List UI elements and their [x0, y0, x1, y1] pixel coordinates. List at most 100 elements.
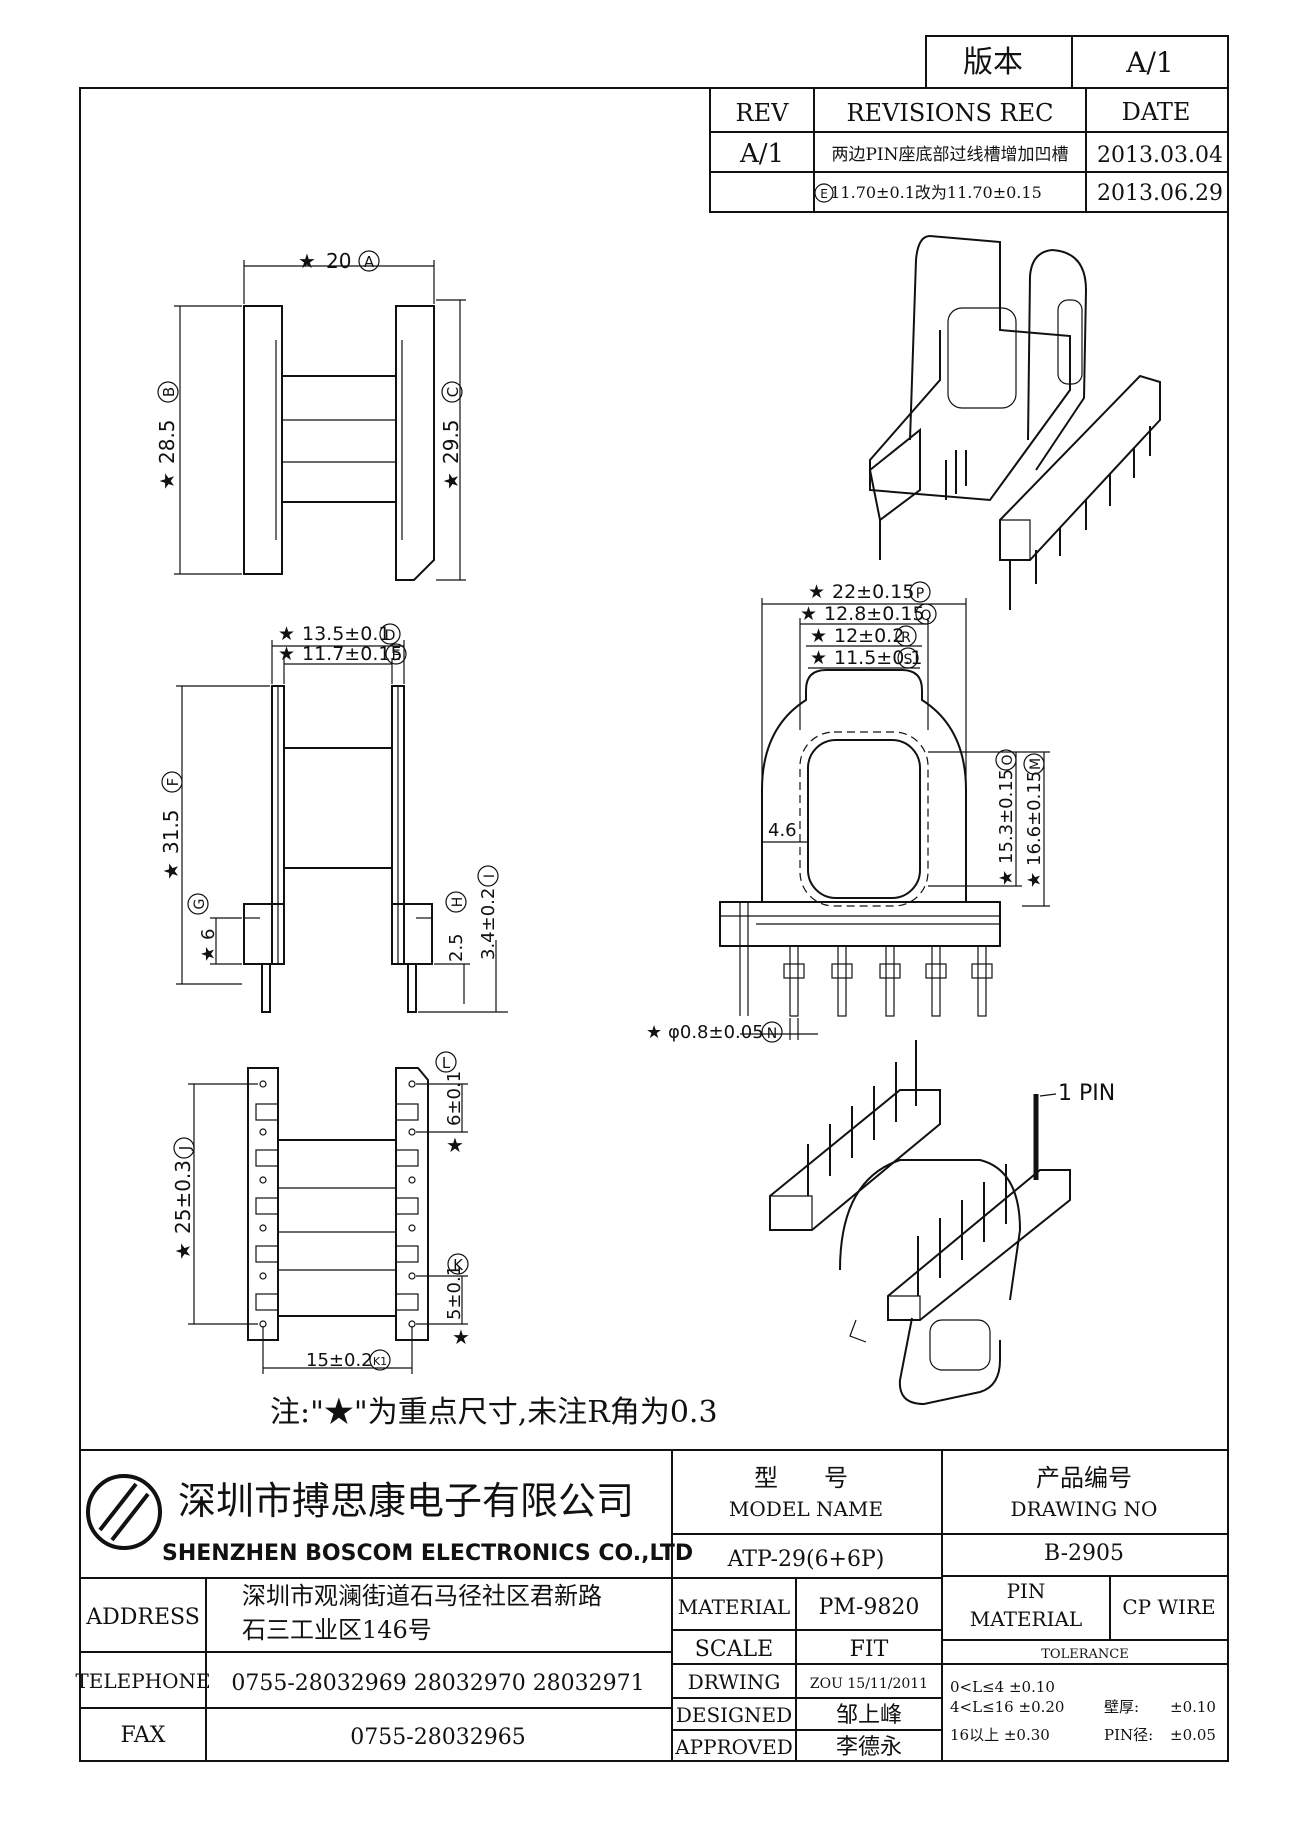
dim-n-mark: N	[767, 1026, 777, 1042]
dim-i-mark: I	[482, 874, 498, 878]
title-block: 深圳市搏思康电子有限公司 SHENZHEN BOSCOM ELECTRONICS…	[75, 1449, 1228, 1761]
tolerance-label: TOLERANCE	[1041, 1647, 1128, 1662]
dim-s-star: ★	[810, 647, 827, 669]
dim-l-value: 6±0.1	[444, 1071, 465, 1126]
dim-j-mark: J	[176, 1146, 194, 1151]
tolerance-row-1: 0<L≤4 ±0.10	[950, 1678, 1055, 1696]
pin-material-label-2: MATERIAL	[970, 1607, 1082, 1631]
dim-g-value: 6	[198, 929, 219, 940]
wall-label: 壁厚:	[1104, 1698, 1139, 1716]
dim-l-mark: L	[442, 1054, 451, 1072]
approved-value: 李德永	[836, 1735, 902, 1760]
dim-g-mark: G	[192, 899, 208, 910]
dim-q-star: ★	[800, 603, 817, 625]
dim-c-star: ★	[439, 472, 463, 490]
dim-a-star: ★	[298, 249, 316, 273]
dim-k-value: 5±0.1	[444, 1265, 465, 1320]
rev-header: REV	[736, 99, 790, 127]
dim-n-value: φ0.8±0.05	[668, 1022, 764, 1043]
revision-rec-1: 两边PIN座底部过线槽增加凹槽	[831, 145, 1068, 165]
company-name-cn: 深圳市搏思康电子有限公司	[178, 1479, 634, 1523]
pin-dia-label: PIN径:	[1104, 1726, 1153, 1744]
dim-k1-mark: K1	[373, 1355, 387, 1368]
isometric-view-top	[868, 235, 1161, 610]
designed-value: 邹上峰	[836, 1703, 902, 1728]
dim-c-mark: C	[444, 387, 462, 397]
front-view: ★ 22±0.15 P ★ 12.8±0.15 Q ★ 12±0.2 R ★ 1…	[646, 581, 1050, 1043]
bottom-view: ★ 25±0.3 J L 6±0.1 ★ K 5±0.1 ★ 15±0.2 K1	[171, 1051, 470, 1374]
dim-h-value: 2.5	[446, 933, 467, 962]
rev-value: A/1	[739, 139, 784, 169]
drawing-no-label-en: DRAWING NO	[1011, 1497, 1158, 1521]
designed-label: DESIGNED	[676, 1703, 792, 1727]
revisions-rec-header: REVISIONS REC	[846, 99, 1053, 127]
model-label-cn-2: 号	[824, 1464, 848, 1492]
top-side-view: ★ 20 A ★ 28.5 B ★ 29.5 C	[155, 249, 466, 581]
drwing-value: ZOU 15/11/2011	[810, 1676, 928, 1692]
dim-d-star: ★	[278, 623, 295, 645]
dim-m-star: ★	[1024, 872, 1045, 888]
dim-i-value: 3.4±0.2	[478, 888, 499, 960]
address-label: ADDRESS	[85, 1605, 200, 1630]
pin-material-label-1: PIN	[1007, 1579, 1046, 1603]
dim-f-mark: F	[164, 778, 182, 787]
company-logo	[86, 1474, 162, 1550]
scale-value: FIT	[850, 1637, 889, 1662]
material-value: PM-9820	[819, 1595, 920, 1620]
dim-p-star: ★	[808, 581, 825, 603]
dim-m-mark: M	[1028, 758, 1044, 770]
dim-s-mark: S	[904, 652, 913, 668]
drawing-no-value: B-2905	[1044, 1541, 1124, 1566]
pin-material-value: CP WIRE	[1122, 1595, 1215, 1619]
dim-d-value: 13.5±0.1	[302, 623, 390, 645]
approved-label: APPROVED	[674, 1735, 793, 1759]
dim-f-value: 31.5	[159, 809, 183, 854]
isometric-view-bottom: 1 PIN	[769, 1040, 1115, 1406]
dim-o-star: ★	[996, 870, 1017, 886]
tolerance-row-2: 4<L≤16 ±0.20	[950, 1698, 1064, 1716]
address-line1: 深圳市观澜街道石马径社区君新路	[242, 1582, 602, 1610]
revision-date-2: 2013.06.29	[1097, 181, 1223, 206]
dim-m-value: 16.6±0.15	[1024, 771, 1045, 866]
scale-label: SCALE	[695, 1637, 773, 1662]
material-label: MATERIAL	[678, 1595, 790, 1619]
dim-a-mark: A	[364, 253, 375, 271]
dim-e-star: ★	[278, 643, 295, 665]
dim-l-star: ★	[446, 1133, 464, 1157]
dim-g-star: ★	[198, 946, 219, 962]
address-line2: 石三工业区146号	[242, 1616, 432, 1644]
dim-r-mark: R	[901, 630, 911, 646]
dim-q-value: 12.8±0.15	[824, 603, 925, 625]
dim-a-value: 20	[326, 249, 351, 273]
version-box: 版本 A/1	[925, 35, 1229, 89]
drwing-label: DRWING	[688, 1670, 781, 1694]
version-value: A/1	[1125, 46, 1173, 79]
dim-k1-value: 15±0.2	[306, 1350, 373, 1371]
dim-d-mark: D	[385, 628, 396, 644]
model-value: ATP-29(6+6P)	[727, 1547, 885, 1572]
dim-q-mark: Q	[920, 608, 931, 624]
dim-e-mark: E	[392, 648, 401, 664]
dim-o-value: 15.3±0.15	[996, 769, 1017, 864]
dim-c-value: 29.5	[439, 419, 463, 464]
dim-o-mark: O	[1000, 754, 1016, 765]
model-label-cn-1: 型	[754, 1464, 778, 1492]
dim-j-value: 25±0.3	[171, 1160, 195, 1234]
drawing-note: 注:"★"为重点尺寸,未注R角为0.3	[270, 1395, 718, 1430]
revision-table: REV REVISIONS REC DATE A/1 两边PIN座底部过线槽增加…	[709, 87, 1229, 213]
telephone-label: TELEPHONE	[75, 1669, 210, 1693]
dim-f-star: ★	[159, 862, 183, 880]
dim-r-star: ★	[810, 625, 827, 647]
dim-b-star: ★	[155, 472, 179, 490]
dim-h-mark: H	[450, 897, 466, 908]
drawing-no-label-cn: 产品编号	[1036, 1464, 1132, 1492]
pin1-label: 1 PIN	[1058, 1081, 1115, 1106]
mark-e-circle	[814, 183, 834, 203]
dim-b-mark: B	[160, 387, 178, 397]
middle-side-view: ★ 13.5±0.1 D ★ 11.7±0.15 E ★ 31.5 F ★ 6 …	[159, 623, 508, 1013]
revision-date-1: 2013.03.04	[1097, 143, 1223, 168]
dim-b-value: 28.5	[155, 419, 179, 464]
dim-p-value: 22±0.15	[832, 581, 914, 603]
revision-rec-2: 11.70±0.1改为11.70±0.15	[830, 183, 1042, 202]
